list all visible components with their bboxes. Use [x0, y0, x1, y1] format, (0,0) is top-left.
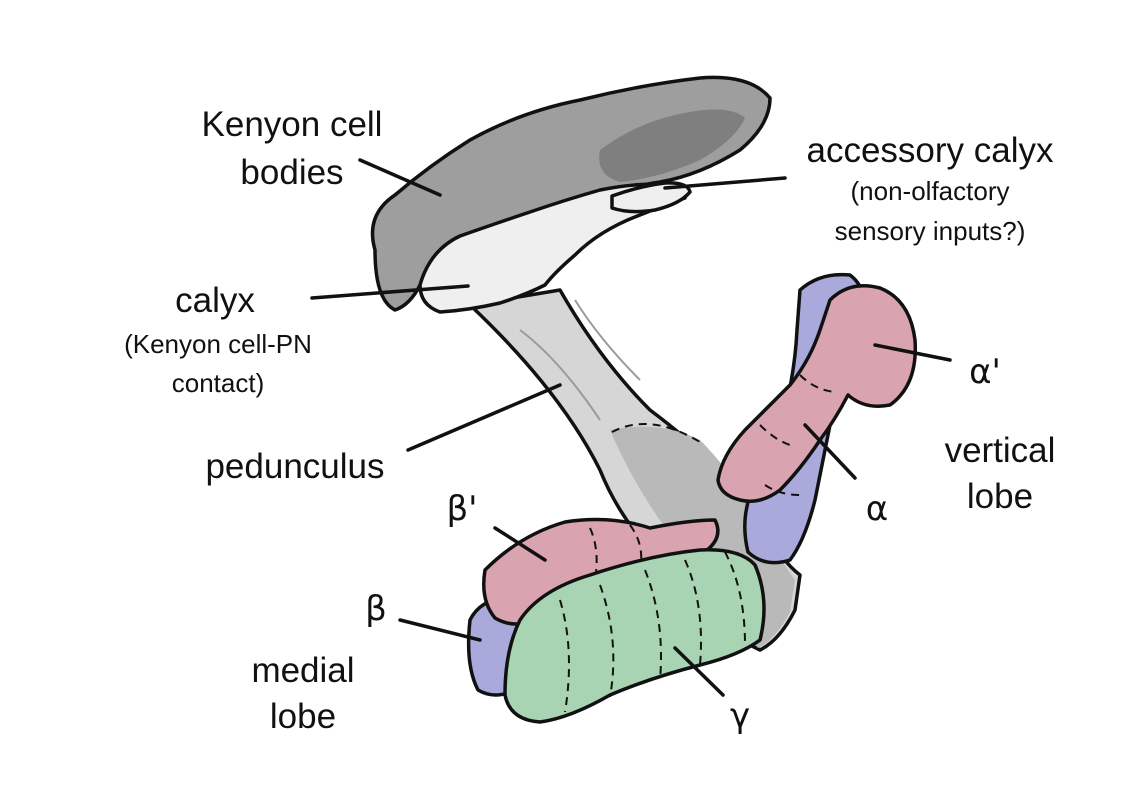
- leader-beta: [398, 618, 482, 642]
- label-accessory-calyx-note-line1: (non-olfactory: [851, 176, 1010, 206]
- label-calyx-note-line2: contact): [172, 368, 265, 398]
- label-gamma: γ: [730, 696, 750, 736]
- leader-beta-prime: [493, 526, 547, 562]
- label-beta-prime: β': [446, 489, 477, 529]
- leader-pedunculus: [406, 383, 562, 452]
- gamma-boundary-1: [559, 599, 570, 713]
- label-accessory-calyx-note-line2: sensory inputs?): [835, 216, 1026, 246]
- alpha-prime-lobe-shape: [716, 284, 918, 503]
- anatomy: [370, 75, 918, 724]
- pedunculus-fold-line: [519, 329, 601, 421]
- label-medial-lobe-line2: lobe: [270, 697, 336, 736]
- vertical-lobe-boundary-2: [759, 424, 791, 446]
- gamma-boundary-3: [644, 569, 662, 681]
- kenyon-cell-bodies-dark-region: [599, 109, 745, 182]
- label-alpha-prime: α': [969, 352, 1001, 392]
- leader-calyx: [310, 284, 470, 300]
- gamma-boundary-2: [599, 584, 615, 698]
- leader-alpha: [803, 423, 857, 480]
- label-calyx-note-line1: (Kenyon cell-PN: [124, 329, 312, 359]
- leader-alpha-prime: [873, 343, 952, 362]
- label-alpha: α: [866, 489, 888, 529]
- pedunculus-fold-line-2: [574, 299, 641, 381]
- pedunculus-section-boundary: [611, 423, 701, 443]
- gamma-lobe-shape: [503, 548, 766, 724]
- text-labels: Kenyon cell bodies accessory calyx (non-…: [124, 105, 1055, 736]
- label-calyx: calyx: [175, 281, 255, 320]
- label-vertical-lobe-line1: vertical: [945, 431, 1056, 470]
- leader-accessory-calyx: [663, 176, 787, 190]
- label-kenyon-cell-bodies-line1: Kenyon cell: [202, 105, 383, 144]
- label-beta: β: [365, 589, 387, 629]
- gamma-boundary-5: [724, 551, 746, 646]
- label-medial-lobe-line1: medial: [251, 651, 354, 690]
- accessory-calyx-shape: [610, 181, 692, 214]
- leader-gamma: [673, 646, 725, 697]
- vertical-lobe-boundary-1: [799, 374, 836, 393]
- label-kenyon-cell-bodies-line2: bodies: [240, 153, 343, 192]
- label-accessory-calyx: accessory calyx: [806, 131, 1054, 170]
- label-vertical-lobe-line2: lobe: [967, 477, 1033, 516]
- vertical-lobe-boundary-3: [764, 484, 801, 496]
- leader-lines: [310, 158, 952, 697]
- label-pedunculus: pedunculus: [205, 447, 384, 486]
- leader-kenyon-cell-bodies: [358, 158, 442, 197]
